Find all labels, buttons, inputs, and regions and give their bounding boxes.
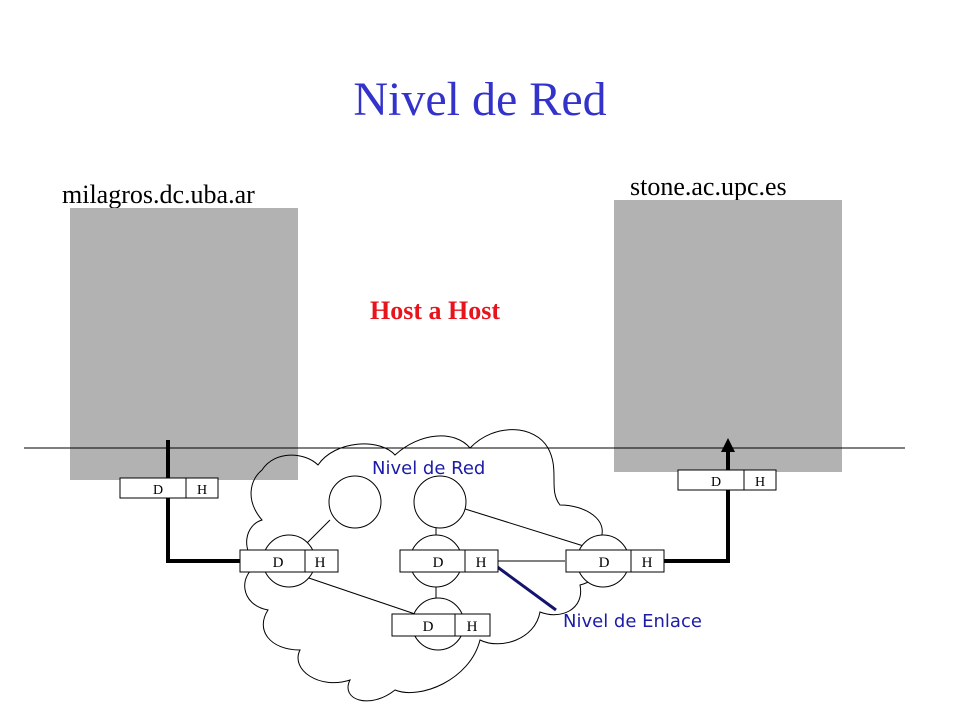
packet-router-1: D H [239,549,339,573]
host-right-box [614,200,842,472]
packet-h-label: H [755,475,765,490]
packet-router-4: D H [391,613,491,637]
router-node [328,475,382,529]
cloud-network-layer-label: Nivel de Red [372,458,485,479]
link-layer-label: Nivel de Enlace [563,611,702,632]
host-right-label: stone.ac.upc.es [630,172,787,201]
network-cloud [244,429,607,702]
packet-host-right: D H [677,469,777,491]
slide-title: Nivel de Red [353,73,607,126]
packet-h-label: H [315,555,326,571]
packet-host-left: D H [119,477,219,499]
packet-d-label: D [423,619,434,635]
packet-h-label: H [197,483,207,498]
packet-h-label: H [476,555,487,571]
left-host-path [166,440,240,563]
net-link [461,507,591,549]
packet-d-label: D [273,555,284,571]
enlace-connector-line [495,564,557,612]
host-left-box [70,208,298,480]
right-host-path [664,450,730,563]
router-node [413,475,467,529]
host-to-host-label: Host a Host [370,296,500,325]
packet-h-label: H [642,555,653,571]
packet-router-2: D H [399,549,499,573]
packet-d-label: D [153,483,163,498]
up-arrow-head [721,438,735,452]
net-link [299,574,419,616]
packet-d-label: D [599,555,610,571]
packet-router-3: D H [565,549,665,573]
packet-d-label: D [711,475,721,490]
packet-d-label: D [433,555,444,571]
host-left-label: milagros.dc.uba.ar [62,180,255,209]
packet-h-label: H [467,619,478,635]
